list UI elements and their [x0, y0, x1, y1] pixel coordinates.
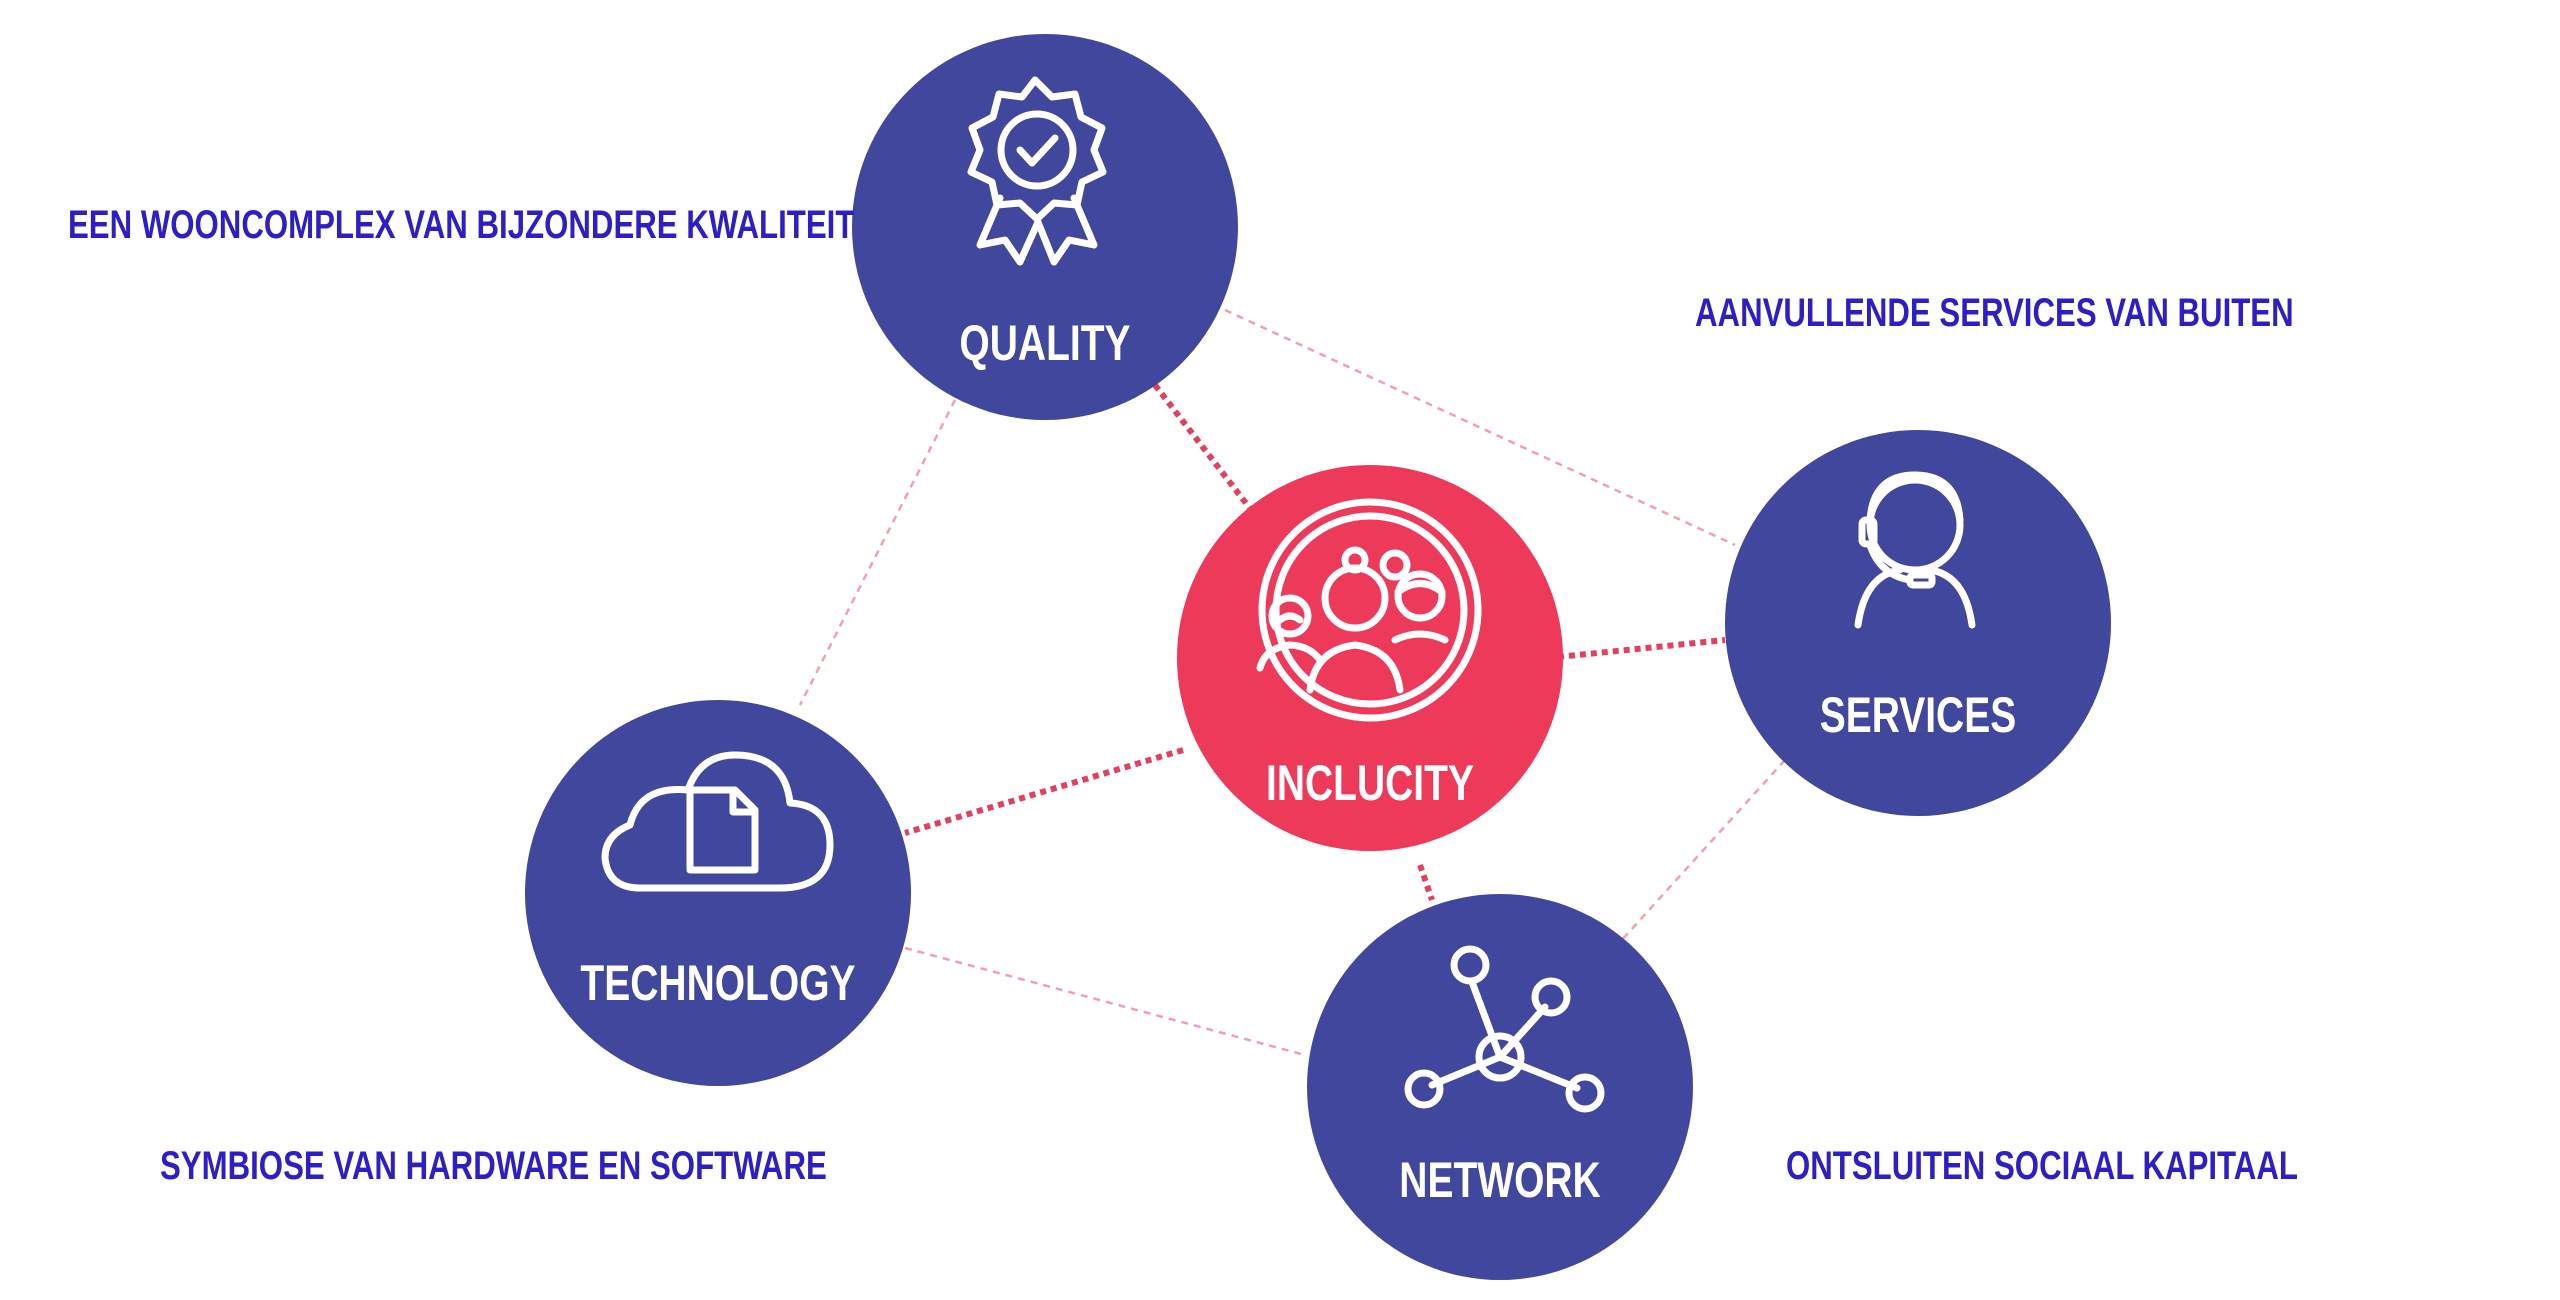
caption-quality: EEN WOONCOMPLEX VAN BIJZONDERE KWALITEIT	[68, 203, 855, 247]
cloud-document-icon	[601, 751, 834, 892]
node-services-label: SERVICES	[1820, 686, 2016, 743]
node-services-circle	[1725, 430, 2111, 816]
caption-network: ONTSLUITEN SOCIAAL KAPITAAL	[1786, 1144, 2298, 1188]
node-services: SERVICES	[1725, 430, 2111, 816]
link-center-technology	[904, 747, 1184, 836]
caption-technology: SYMBIOSE VAN HARDWARE EN SOFTWARE	[160, 1144, 827, 1188]
center-links	[904, 383, 1726, 901]
node-quality: QUALITY	[852, 34, 1238, 420]
node-center: INCLUCITY	[1177, 465, 1563, 851]
community-icon	[1256, 498, 1482, 722]
network-nodes-icon	[1404, 945, 1605, 1113]
link-quality-technology	[798, 399, 957, 706]
award-ribbon-icon	[967, 76, 1107, 266]
outer-links	[798, 308, 1786, 1057]
node-network: NETWORK	[1307, 894, 1693, 1280]
link-quality-services	[1224, 308, 1736, 547]
link-services-network	[1619, 759, 1786, 943]
node-center-label: INCLUCITY	[1266, 754, 1474, 811]
node-quality-label: QUALITY	[959, 314, 1130, 371]
node-network-circle	[1307, 894, 1693, 1280]
node-technology: TECHNOLOGY	[525, 700, 911, 1086]
node-network-label: NETWORK	[1399, 1151, 1600, 1208]
link-center-network	[1417, 864, 1435, 901]
node-technology-circle	[525, 700, 911, 1086]
headset-person-icon	[1854, 471, 1976, 629]
link-technology-network	[904, 946, 1306, 1057]
link-center-services	[1557, 637, 1726, 660]
link-center-quality	[1152, 383, 1258, 517]
node-quality-circle	[852, 34, 1238, 420]
node-technology-label: TECHNOLOGY	[580, 954, 855, 1011]
caption-services: AANVULLENDE SERVICES VAN BUITEN	[1695, 291, 2294, 335]
